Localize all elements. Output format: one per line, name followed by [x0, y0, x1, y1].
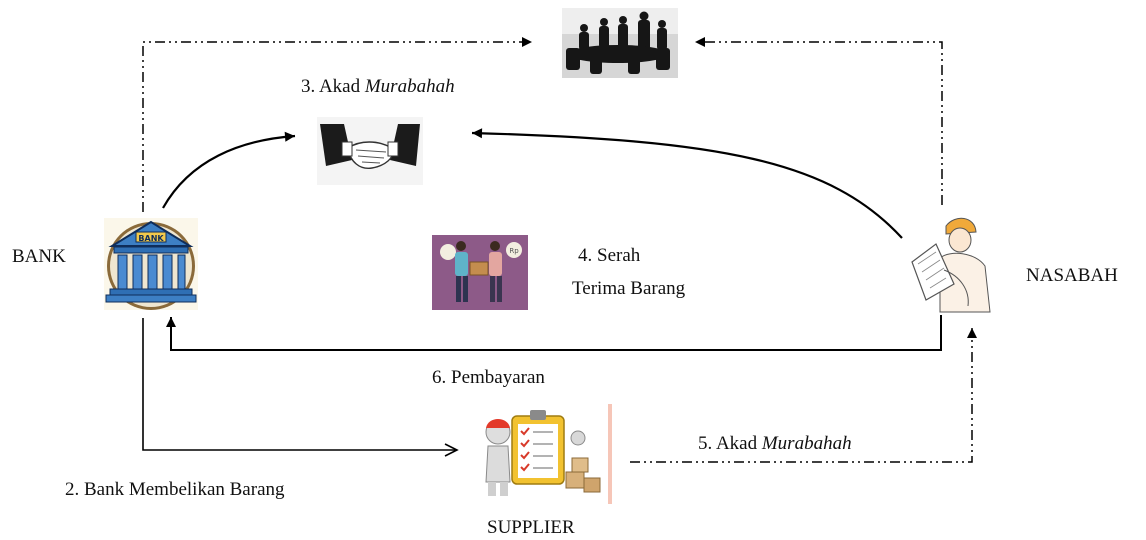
supplier-clipboard-icon [470, 404, 612, 504]
nasabah-label: NASABAH [1026, 265, 1118, 286]
nasabah-to-meeting-dashdot-arrow [695, 37, 943, 205]
step6-label: 6. Pembayaran [432, 367, 545, 388]
step5-label: 5. Akad Murabahah [698, 433, 852, 455]
bank-building-icon: BANK [104, 218, 198, 310]
goods-handover-icon: Rp [432, 235, 528, 310]
step4-line1: 4. Serah [578, 245, 641, 266]
step5-prefix: 5. Akad [698, 433, 762, 454]
step3-emph: Murabahah [364, 76, 455, 97]
nasabah-to-handshake-arrow [471, 128, 903, 239]
bank-to-supplier-arrow [142, 318, 459, 457]
step4-line2: Terima Barang [572, 278, 686, 299]
step5-emph: Murabahah [761, 433, 852, 454]
step2-label: 2. Bank Membelikan Barang [65, 479, 285, 500]
supplier-to-nasabah-dashdot-arrow [630, 328, 977, 463]
bank-label: BANK [12, 246, 66, 267]
bank-to-meeting-dashdot-arrow [142, 37, 532, 212]
meeting-room-icon [562, 8, 678, 78]
handshake-icon [317, 117, 423, 185]
step3-prefix: 3. Akad [301, 76, 365, 97]
bank-to-handshake-arrow [162, 131, 296, 209]
svg-text:Rp: Rp [509, 247, 519, 255]
supplier-label: SUPPLIER [487, 517, 575, 538]
payment-arrow [166, 315, 942, 351]
svg-text:BANK: BANK [138, 234, 164, 243]
customer-engineer-icon [905, 214, 993, 314]
step3-label: 3. Akad Murabahah [301, 76, 455, 98]
